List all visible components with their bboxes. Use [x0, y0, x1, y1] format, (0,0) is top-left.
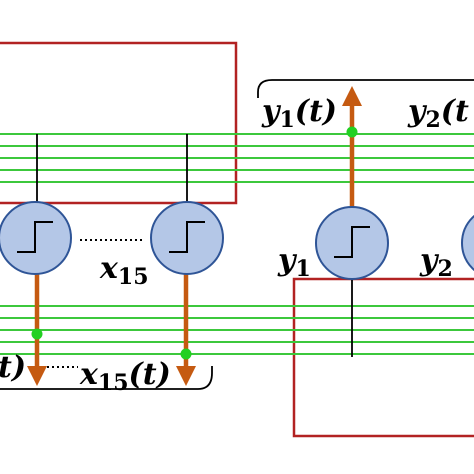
lower-right-block — [292, 277, 474, 438]
input-wires — [36, 134, 353, 357]
label-partial-t: t) — [0, 350, 26, 385]
bottom-output-bracket — [0, 366, 213, 390]
upper-bus-lines — [0, 133, 474, 183]
neuron-y1 — [315, 206, 389, 280]
arrow-head-down — [27, 366, 47, 386]
top-output-bracket — [257, 79, 474, 98]
neuron-x15 — [150, 201, 224, 275]
label-y2: y2 — [419, 243, 453, 282]
label-x15-t: x15(t) — [79, 357, 171, 396]
junction-dot — [31, 328, 43, 340]
junction-dot — [180, 348, 192, 360]
arrow-head-up — [342, 86, 362, 106]
upper-left-block — [0, 41, 238, 205]
arrow-head-down — [176, 366, 196, 386]
neuron-left — [0, 201, 72, 275]
step-function-icon — [169, 221, 205, 253]
label-y1: y1 — [277, 243, 311, 282]
label-x15: x15 — [99, 251, 149, 290]
lower-bus-lines — [0, 305, 474, 355]
junction-dot — [346, 126, 358, 138]
label-y2-t: y2(t — [407, 94, 469, 133]
step-function-icon — [334, 226, 370, 258]
junction-dots — [31, 126, 358, 360]
step-function-icon — [17, 221, 53, 253]
label-y1-t: y1(t) — [261, 94, 337, 133]
neuron-y2 — [461, 214, 474, 272]
